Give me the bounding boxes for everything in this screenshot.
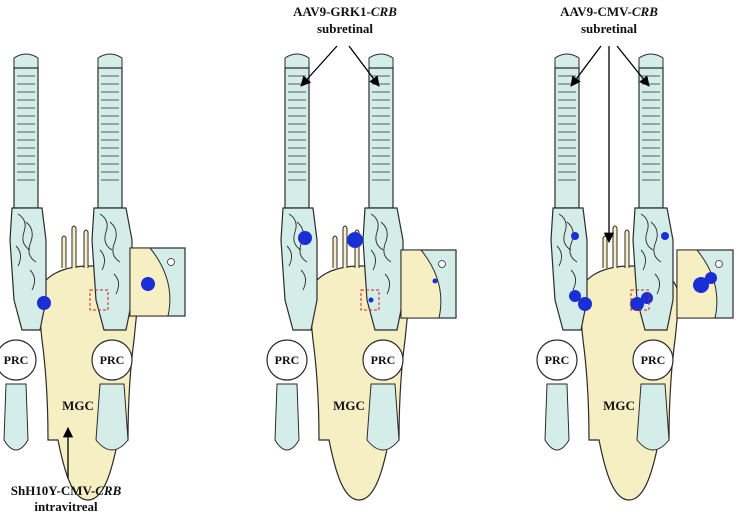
photoreceptor-left (0, 53, 51, 451)
mgc-label: MGC (62, 398, 94, 413)
zoom-region-marker (89, 289, 109, 311)
photoreceptor-right (89, 53, 133, 451)
crb-dot (661, 232, 669, 240)
crb-dot (298, 231, 312, 245)
panel-2: PRC PRC MGC AAV9-GRK1-CRB subretinal (266, 4, 457, 501)
inset-zoom (676, 249, 734, 319)
crb-dot (347, 232, 363, 248)
crb-dot (578, 297, 592, 311)
crb-dot (705, 272, 717, 284)
zoom-region-marker (360, 289, 380, 311)
inset-zoom (129, 247, 186, 317)
delivery-arrow (348, 45, 380, 87)
panel-3: PRC PRC MGC AAV9-CMV-CRB subretinal (536, 4, 734, 501)
crb-dot (141, 277, 155, 291)
prc-label-left: PRC (275, 353, 300, 367)
crb-dot (37, 296, 51, 310)
crb-dot (368, 297, 374, 303)
prc-label-right: PRC (641, 353, 666, 367)
delivery-arrow (616, 45, 650, 87)
zoom-region-marker (630, 289, 650, 311)
photoreceptor-right (347, 53, 404, 451)
photoreceptor-left (266, 53, 318, 451)
vector-label: AAV9-CMV-CRB (560, 4, 658, 19)
route-label: subretinal (317, 21, 373, 36)
delivery-arrow (300, 45, 338, 87)
route-label: subretinal (581, 21, 637, 36)
prc-label-left: PRC (4, 353, 29, 367)
route-label: intravitreal (34, 499, 98, 514)
prc-label-right: PRC (371, 353, 396, 367)
vector-label: ShH10Y-CMV-CRB (11, 483, 122, 498)
crb-dot (432, 278, 438, 284)
panel-1: PRC PRC MGC ShH10Y-CMV-CRB intravitreal (0, 53, 186, 514)
mgc-label: MGC (333, 398, 365, 413)
inset-zoom (400, 249, 457, 319)
photoreceptor-left (536, 53, 592, 451)
crb-dot (630, 297, 644, 311)
crb-dot (641, 292, 653, 304)
crb-dot (569, 290, 581, 302)
mgc-label: MGC (603, 398, 635, 413)
delivery-arrow (570, 45, 602, 87)
prc-label-left: PRC (545, 353, 570, 367)
photoreceptor-right (630, 53, 674, 451)
vector-label: AAV9-GRK1-CRB (293, 4, 397, 19)
prc-label-right: PRC (100, 353, 125, 367)
crb-dot (693, 277, 709, 293)
crb-dot (571, 232, 579, 240)
